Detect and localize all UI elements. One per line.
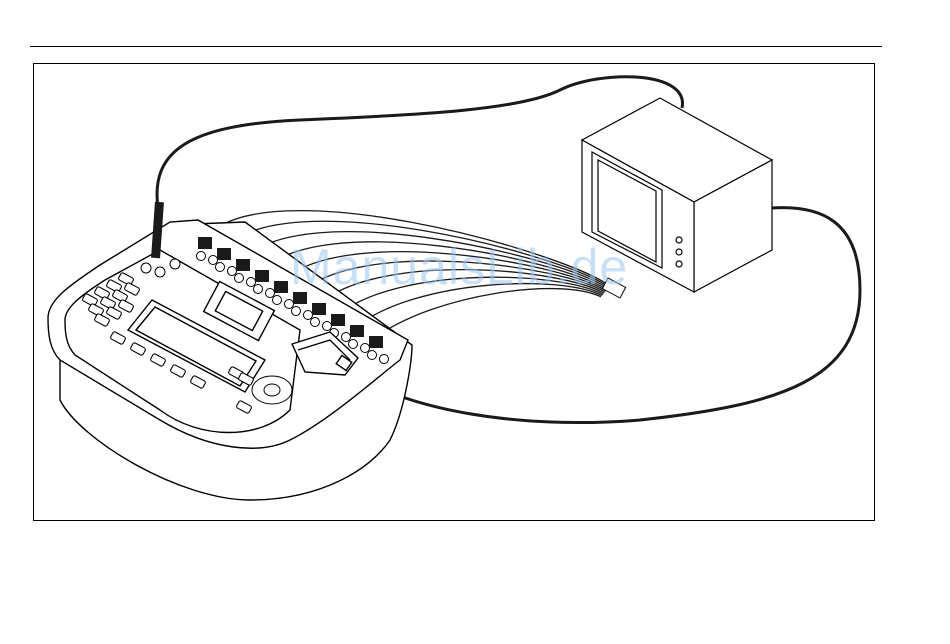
terminal-socket <box>349 340 358 349</box>
terminal-jack <box>255 270 269 282</box>
terminal-socket <box>197 252 206 261</box>
terminal-socket <box>273 296 282 305</box>
terminal-socket <box>216 263 225 272</box>
watermark: ManualsLib.de <box>290 238 628 296</box>
terminal-socket <box>361 344 370 353</box>
terminal-socket <box>247 278 256 287</box>
analyzer-nav-dial <box>252 376 292 404</box>
terminal-jack <box>198 237 212 249</box>
terminal-socket <box>254 285 263 294</box>
terminal-socket <box>266 289 275 298</box>
terminal-socket <box>285 300 294 309</box>
monitor-knob <box>676 261 682 267</box>
terminal-jack <box>217 248 231 260</box>
terminal-socket <box>311 318 320 327</box>
terminal-jack <box>274 281 288 293</box>
terminal-socket <box>235 274 244 283</box>
terminal-jack <box>236 259 250 271</box>
terminal-socket <box>228 267 237 276</box>
terminal-socket <box>209 256 218 265</box>
monitor-knob <box>676 249 682 255</box>
terminal-jack <box>350 325 364 337</box>
terminal-socket <box>323 322 332 331</box>
terminal-jack <box>369 336 383 348</box>
terminal-socket <box>380 355 389 364</box>
terminal-jack <box>312 303 326 315</box>
terminal-socket <box>368 351 377 360</box>
terminal-socket <box>292 307 301 316</box>
terminal-socket <box>342 333 351 342</box>
terminal-socket <box>304 311 313 320</box>
terminal-jack <box>331 314 345 326</box>
monitor-knob <box>676 237 682 243</box>
